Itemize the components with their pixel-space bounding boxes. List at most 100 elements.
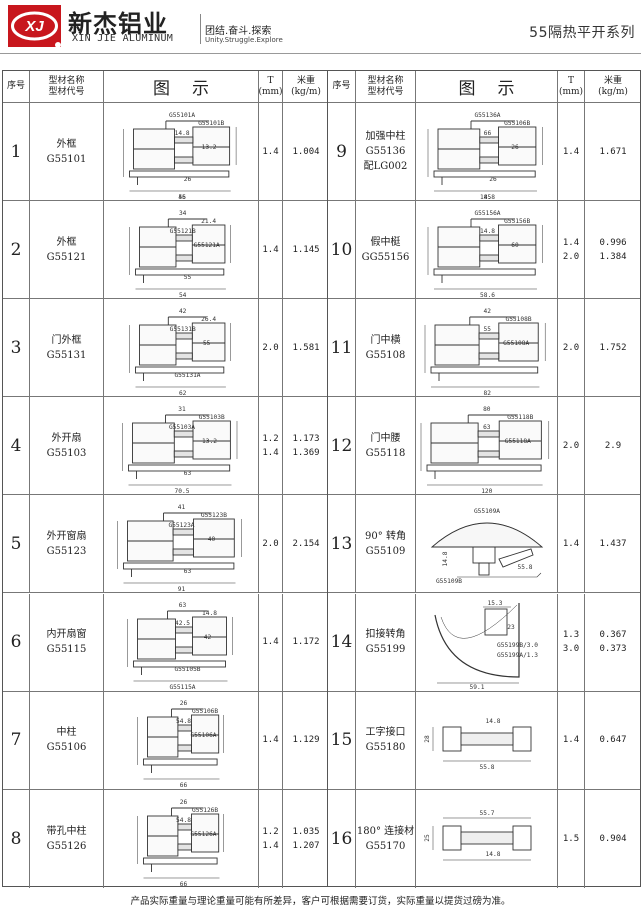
profile-name: 90° 转角	[365, 530, 406, 542]
profile-name: 180° 连接材	[356, 825, 415, 837]
seq-number: 6	[10, 632, 22, 653]
dimension-label: 26	[179, 700, 187, 707]
seq-cell: 6	[3, 593, 30, 691]
dimension-label: 54.8	[176, 718, 191, 725]
part-code-label: G55131A	[174, 372, 200, 379]
profile-name: 内开扇窗	[46, 629, 87, 641]
weight-cell: 0.367 0.373	[585, 594, 641, 691]
company-logo: XJ	[7, 4, 62, 48]
dimension-label: 85	[483, 193, 491, 198]
thickness-value: 1.2 1.4	[262, 433, 279, 458]
profile-name: 假中梃	[370, 236, 401, 248]
part-code-label: G55108A	[503, 340, 529, 347]
seq-number: 9	[336, 141, 347, 162]
weight-value: 0.904	[599, 833, 627, 844]
dimension-label: 14.8	[485, 718, 500, 725]
dimension-label: 91	[177, 586, 185, 591]
thickness-cell: 1.2 1.4	[259, 397, 283, 495]
dimension-label: 63	[183, 568, 191, 575]
weight-cell: 1.035 1.207	[283, 790, 329, 888]
weight-cell: 1.004	[283, 103, 329, 200]
seq-cell: 9	[328, 103, 356, 201]
header-weight-text: (kg/m)	[598, 86, 628, 97]
seq-number: 15	[330, 730, 353, 751]
profile-code: G55170	[365, 840, 406, 852]
part-code-label: G55156B	[504, 218, 530, 225]
thickness-cell: 2.0	[259, 299, 283, 397]
weight-cell: 1.173 1.369	[283, 397, 329, 494]
part-code-label: G55115A	[169, 684, 195, 689]
part-code-label: G55136A	[474, 111, 500, 118]
weight-cell: 0.647	[585, 692, 641, 789]
header-name: 型材名称型材代号	[356, 71, 416, 102]
header-t-text: (mm)	[258, 86, 283, 97]
profile-name: 外框	[56, 236, 77, 248]
seq-number: 10	[330, 239, 353, 260]
thickness-cell: 1.4	[259, 593, 283, 691]
thickness-value: 1.4	[562, 735, 580, 746]
header-rule	[0, 53, 641, 54]
weight-value: 1.671	[599, 146, 627, 157]
dimension-label: 54.8	[176, 817, 191, 824]
profile-name: 工字接口	[365, 727, 406, 739]
seq-cell: 13	[328, 495, 356, 593]
profile-name: 外开扇	[51, 432, 82, 444]
brand-name-en: XIN JIE ALUMINUM	[72, 33, 174, 44]
part-code-label: G55131B	[169, 326, 195, 333]
thickness-value: 1.4	[262, 146, 279, 157]
dimension-label: 55.7	[479, 810, 494, 817]
header-t-text: T	[567, 75, 574, 86]
seq-number: 4	[10, 435, 22, 456]
series-title: 55隔热平开系列	[529, 25, 635, 41]
part-code-label: G55103A	[168, 424, 194, 431]
seq-number: 13	[330, 533, 353, 554]
weight-value: 1.173 1.369	[292, 433, 320, 458]
dimension-label: 14.8	[174, 129, 189, 136]
dimension-label: 42.5	[175, 620, 190, 627]
seq-cell: 12	[328, 397, 356, 495]
part-code-label: G55106B	[192, 708, 218, 715]
weight-cell: 2.9	[585, 397, 641, 494]
header-weight-text: 米重	[603, 75, 622, 86]
header-figure: 图示	[416, 71, 558, 102]
profile-name: 加强中柱	[365, 131, 406, 143]
dimension-label: 26	[489, 175, 497, 182]
seq-cell: 7	[3, 691, 30, 789]
dimension-label: 23	[507, 624, 515, 631]
thickness-cell: 1.4	[259, 691, 283, 789]
weight-cell: 0.904	[585, 790, 641, 888]
logo-mark: XJ	[24, 18, 44, 35]
dimension-label: 21.4	[201, 218, 216, 225]
dimension-label: 25	[424, 834, 431, 842]
weight-cell: 1.145	[283, 201, 329, 298]
header-t-text: (mm)	[558, 86, 584, 97]
